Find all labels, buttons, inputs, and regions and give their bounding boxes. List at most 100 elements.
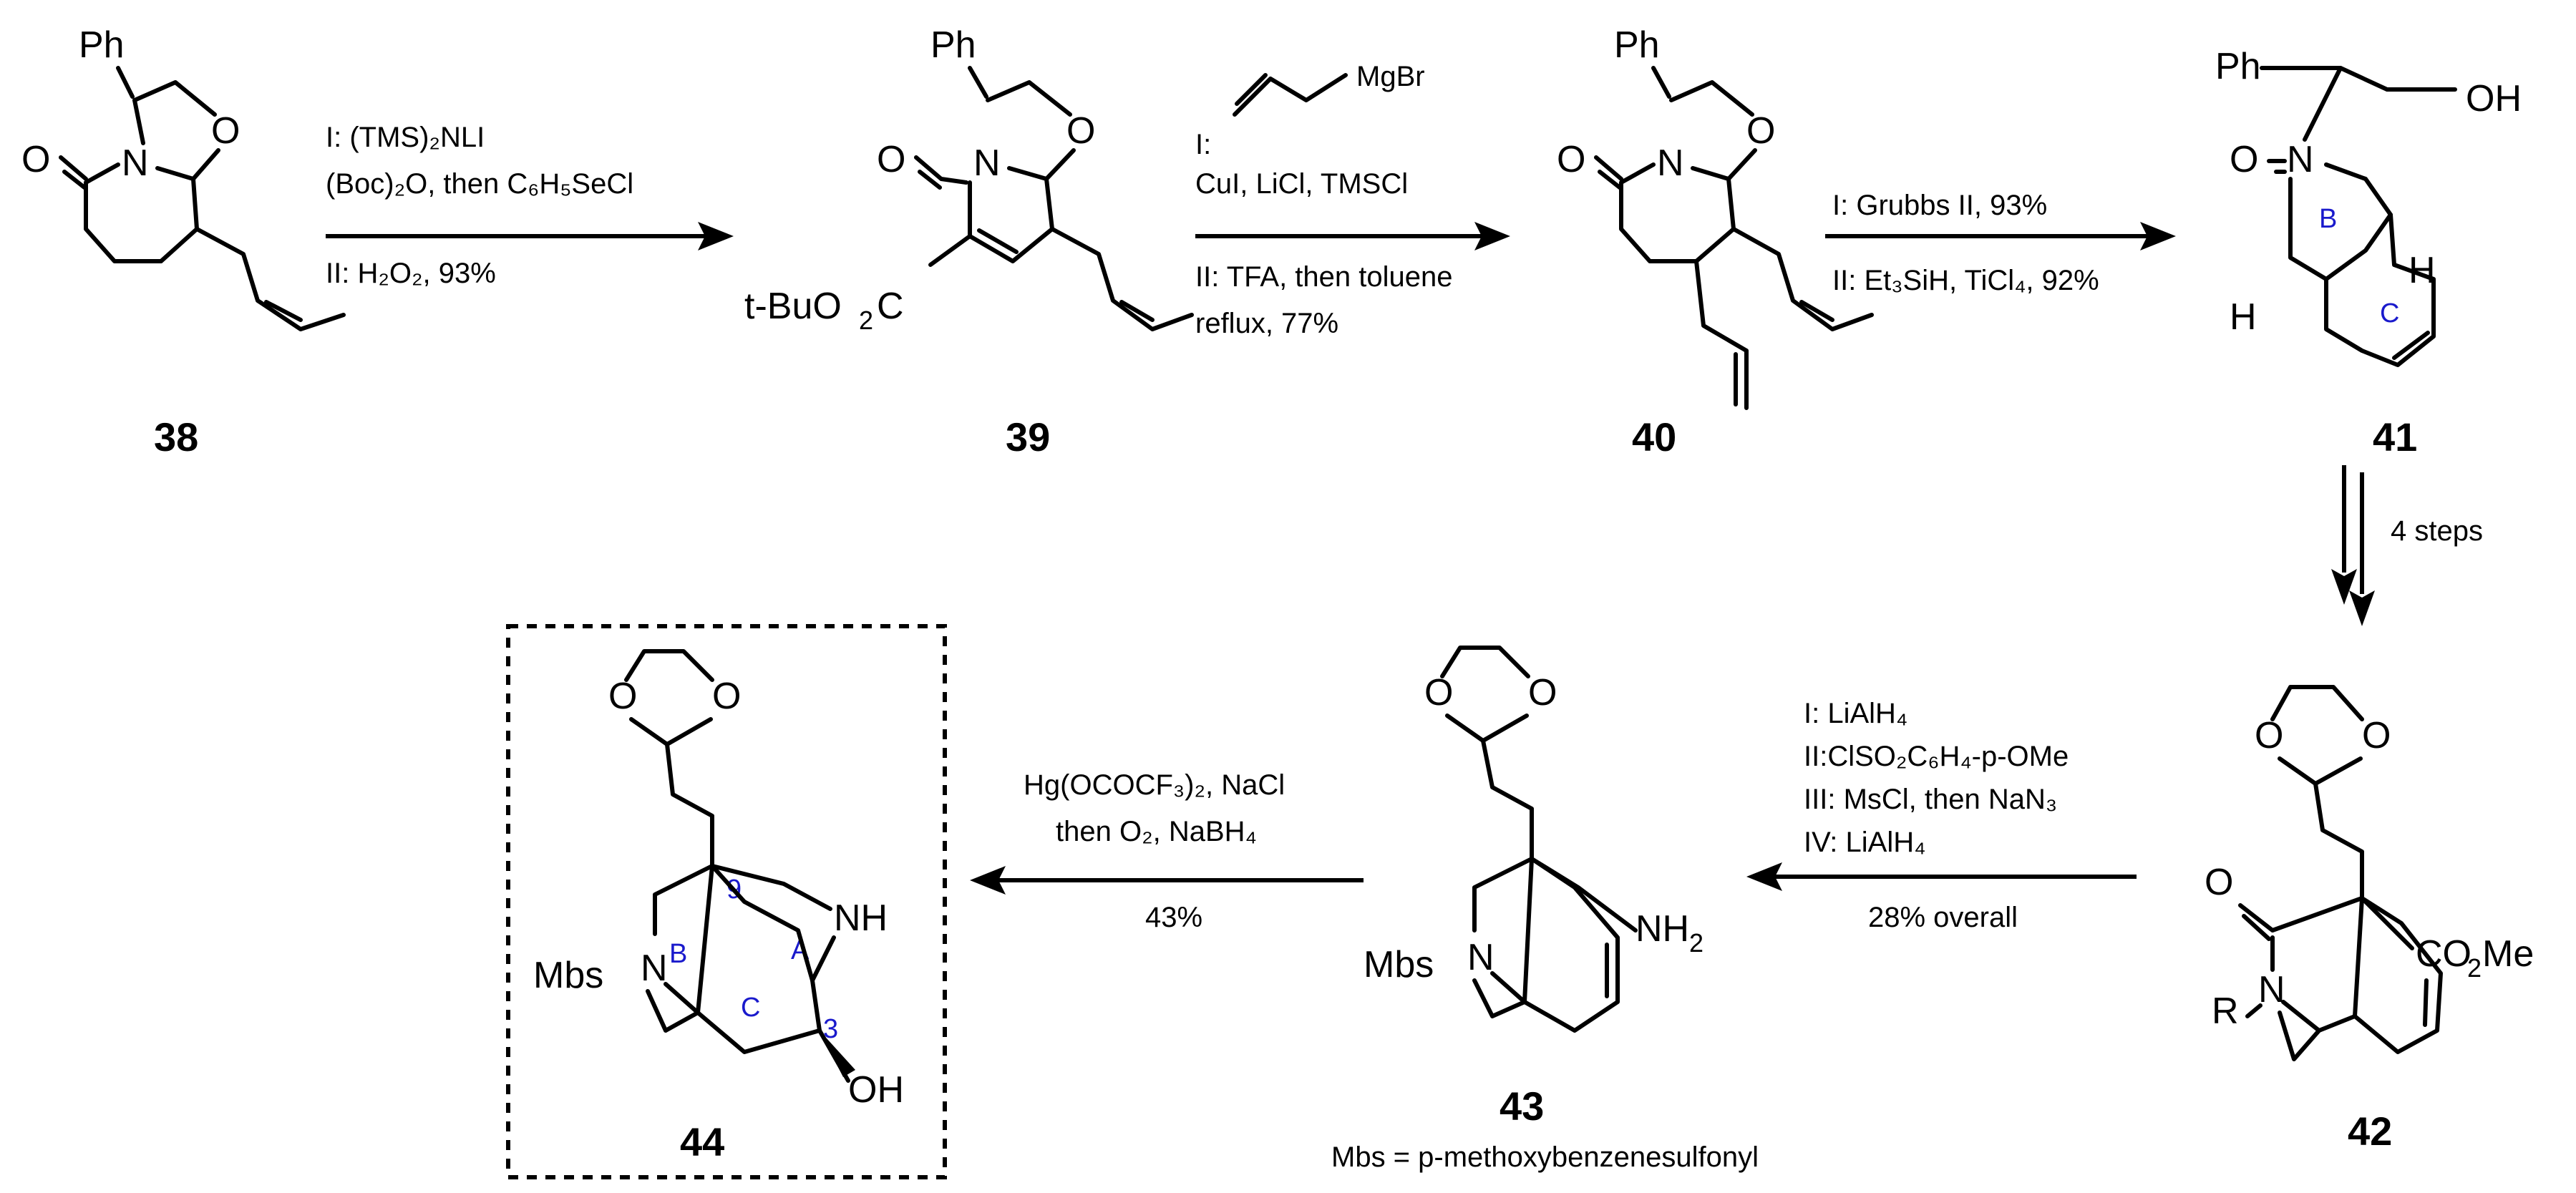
methyl-label: Me xyxy=(2482,933,2534,975)
reagent-line: I: Grubbs II, 93% xyxy=(1832,190,2047,221)
compound-number: 42 xyxy=(2348,1109,2392,1154)
bond xyxy=(2313,781,2364,900)
bond xyxy=(84,162,199,263)
bond xyxy=(1472,978,1527,1018)
bond xyxy=(2238,896,2364,933)
compound-number: 40 xyxy=(1632,414,1676,459)
bond xyxy=(1445,714,1529,743)
bond xyxy=(2270,685,2364,721)
compound-number: 38 xyxy=(154,414,198,459)
bond xyxy=(977,228,1019,254)
highlight-box xyxy=(506,624,947,1179)
arrow-head xyxy=(698,222,734,250)
reagent-line: IV: LiAlH₄ xyxy=(1804,827,1925,858)
carbonyl-oxygen-label: O xyxy=(21,139,50,180)
arrow-head xyxy=(2140,222,2176,250)
bond xyxy=(1594,155,1623,181)
reagent-line: II: TFA, then toluene xyxy=(1195,261,1453,293)
reagent-line: then O₂, NaBH₄ xyxy=(1056,816,1257,847)
bond xyxy=(646,989,700,1033)
compound-number: 44 xyxy=(680,1119,724,1164)
nitrogen-label: N xyxy=(641,948,668,989)
bond xyxy=(1619,162,1736,263)
bond xyxy=(195,227,346,331)
carbonyl-oxygen-label: O xyxy=(2205,862,2233,903)
bond xyxy=(928,234,972,267)
reagent-line: II:ClSO₂C₆H₄-p-OMe xyxy=(1804,741,2069,772)
bond xyxy=(1598,170,1622,190)
arrow-head xyxy=(1746,862,1782,891)
reagent-line: I: LiAlH₄ xyxy=(1804,698,1907,729)
nitrogen-label: N xyxy=(1657,142,1684,184)
bond xyxy=(264,300,303,322)
compound-43: O O NH 2 N Mbs 43 Mbs = p-methoxybenzene… xyxy=(1331,646,1759,1173)
ester-label: t-BuO xyxy=(744,286,842,327)
bond xyxy=(191,148,220,181)
allyl-bond xyxy=(1233,73,1348,117)
bond xyxy=(2242,914,2271,941)
reaction-arrow-4: 4 steps xyxy=(2331,465,2483,626)
bond xyxy=(1669,80,1754,117)
reagent-line: CuI, LiCl, TMSCl xyxy=(1195,168,1408,200)
bond xyxy=(1651,66,1671,99)
bond xyxy=(132,80,217,117)
hydroxyl-label: OH xyxy=(2466,78,2522,120)
bond xyxy=(1490,857,1534,1004)
compound-number: 43 xyxy=(1500,1084,1544,1129)
bond xyxy=(1050,227,1194,331)
bond xyxy=(2278,1011,2321,1061)
dioxolane-oxygen: O xyxy=(712,676,741,717)
reaction-arrow-5: I: LiAlH₄ II:ClSO₂C₆H₄-p-OMe III: MsCl, … xyxy=(1746,698,2137,933)
mbs-label: Mbs xyxy=(1364,944,1434,985)
reagent-line: 28% overall xyxy=(1868,902,2018,933)
bond xyxy=(132,98,145,145)
dioxolane-oxygen: O xyxy=(1528,672,1557,714)
bond xyxy=(1731,227,1874,331)
carbonyl-oxygen-label: O xyxy=(1557,139,1585,180)
oxygen-label: O xyxy=(211,110,240,152)
reagent-line: III: MsCl, then NaN₃ xyxy=(1804,784,2057,815)
bond xyxy=(1799,300,1834,322)
bond xyxy=(710,864,815,983)
bond xyxy=(2303,66,2343,142)
bond xyxy=(116,66,135,99)
compound-number: 39 xyxy=(1006,414,1050,459)
nitrogen-label: N xyxy=(2258,969,2285,1011)
bond xyxy=(1440,646,1530,678)
bond xyxy=(1522,857,1620,1033)
compound-44: O O 9 NH A 3 B N Mbs C OH 44 xyxy=(506,624,947,1179)
compound-41: Ph OH N O H H B C 41 xyxy=(2215,46,2522,459)
bond xyxy=(2278,756,2363,786)
compound-40: Ph N O O 40 xyxy=(1557,24,1874,459)
reagent-line: 4 steps xyxy=(2391,515,2483,547)
reagent-line: reflux, 77% xyxy=(1195,308,1338,339)
allyl-bond xyxy=(1235,73,1268,106)
dioxolane-oxygen: O xyxy=(2255,715,2283,756)
ring-label-c: C xyxy=(741,993,760,1023)
reagent-line: I: xyxy=(1195,129,1211,160)
arrow-head xyxy=(970,866,1006,895)
phenyl-label: Ph xyxy=(79,24,125,66)
reaction-arrow-2: MgBr I: CuI, LiCl, TMSCl II: TFA, then t… xyxy=(1195,61,1510,339)
compound-number: 41 xyxy=(2373,414,2417,459)
bond xyxy=(2324,213,2436,367)
reaction-arrow-3: I: Grubbs II, 93% II: Et₃SiH, TiCl₄, 92% xyxy=(1825,190,2176,296)
abbreviation-footnote: Mbs = p-methoxybenzenesulfonyl xyxy=(1331,1141,1759,1173)
reagent-line: 43% xyxy=(1145,902,1202,933)
bond xyxy=(1119,300,1155,322)
bond xyxy=(2353,896,2443,1054)
dioxolane-oxygen: O xyxy=(2362,715,2391,756)
bond xyxy=(1694,259,1749,410)
nitrogen-label: N xyxy=(973,142,1001,184)
nitrogen-label: N xyxy=(122,142,149,184)
bond xyxy=(2245,1003,2262,1018)
phenyl-label: Ph xyxy=(930,24,976,66)
phenyl-label: Ph xyxy=(2215,46,2261,87)
bond xyxy=(710,864,832,911)
compound-38: Ph N O O 38 xyxy=(21,24,346,459)
ring-label-c: C xyxy=(2380,298,2399,328)
hydrogen-label: H xyxy=(2230,296,2257,338)
phenyl-label: Ph xyxy=(1614,24,1660,66)
bond xyxy=(986,80,1072,117)
